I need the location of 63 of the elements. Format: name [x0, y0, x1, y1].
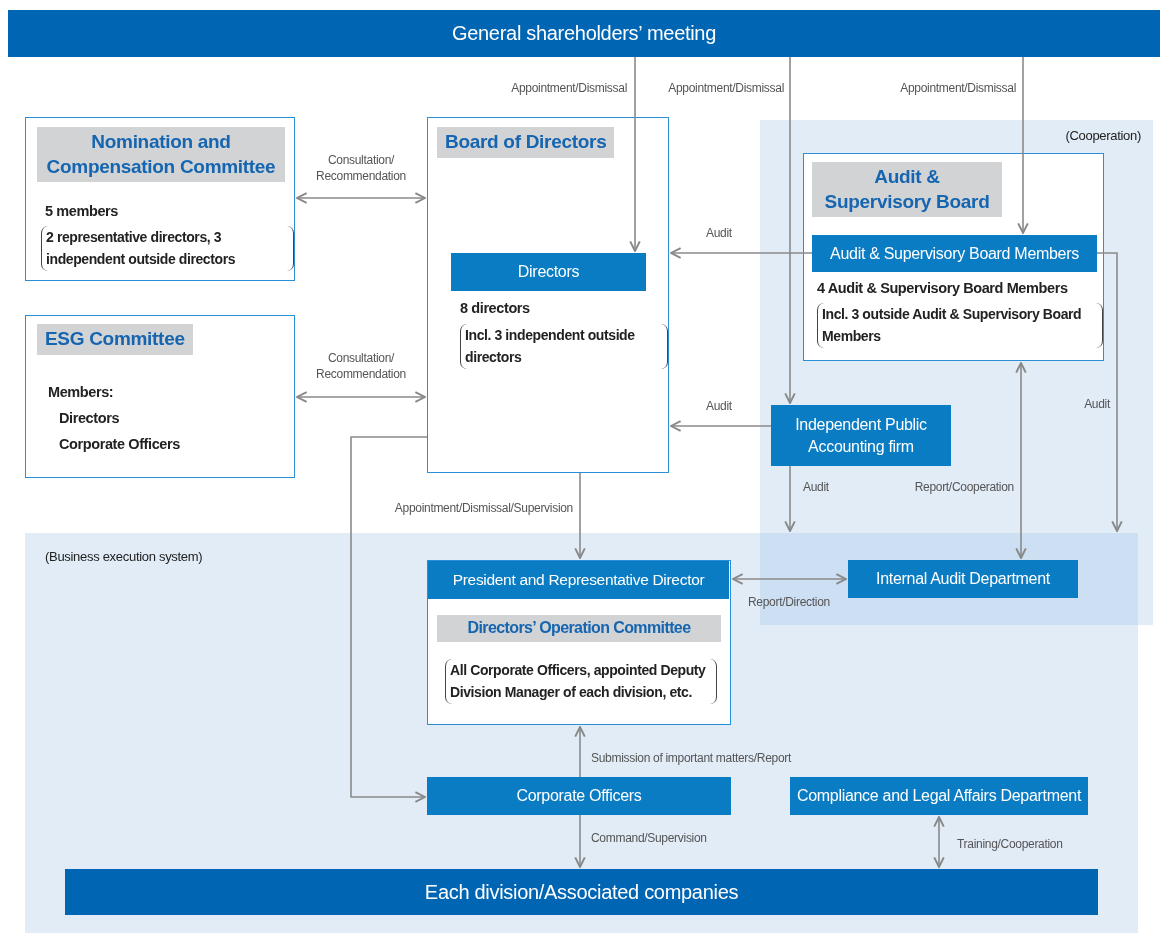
committee-box	[25, 117, 295, 281]
arrow	[732, 573, 847, 585]
edge-label: Appointment/Dismissal	[668, 80, 784, 97]
edge-label: Command/Supervision	[591, 830, 707, 847]
process-box: Internal Audit Department	[848, 560, 1078, 598]
process-box	[427, 560, 731, 725]
edge-label: Report/Direction	[748, 594, 830, 611]
arrow	[670, 247, 813, 259]
box-header: President and Representative Director	[428, 561, 729, 599]
edge-label: Training/Cooperation	[957, 836, 1063, 853]
edge-label: Audit	[706, 225, 732, 242]
body-text: Directors	[59, 410, 120, 426]
arrow	[784, 56, 796, 404]
edge-label: Appointment/Dismissal	[900, 80, 1016, 97]
box-heading: Directors’ Operation Committee	[437, 615, 721, 642]
edge-label: Report/Cooperation	[914, 479, 1014, 496]
banner-bar: General shareholders’ meeting	[8, 10, 1160, 57]
arrow	[1017, 56, 1029, 234]
arrow	[1015, 362, 1027, 559]
arrow	[296, 192, 426, 204]
band-label: (Business execution system)	[45, 549, 203, 564]
arrow	[784, 465, 796, 532]
arrow	[574, 472, 586, 559]
note-text: Incl. 3 independent outside directors	[460, 324, 668, 369]
edge-label: Audit	[803, 479, 829, 496]
band-label: (Cooperation)	[1065, 128, 1141, 143]
arrow	[670, 420, 772, 432]
body-text: 4 Audit & Supervisory Board Members	[817, 280, 1068, 296]
committee-box	[427, 117, 669, 473]
arrow	[350, 436, 428, 803]
arrow	[1096, 252, 1123, 532]
edge-label: Appointment/Dismissal/Supervision	[394, 500, 573, 517]
edge-label: Audit	[1084, 396, 1110, 413]
body-text: 5 members	[45, 203, 118, 219]
box-heading: Nomination and Compensation Committee	[37, 127, 285, 183]
arrow	[629, 56, 641, 252]
body-text: Corporate Officers	[59, 436, 180, 452]
box-heading: Audit & Supervisory Board	[812, 162, 1002, 218]
box-heading: ESG Committee	[37, 324, 193, 355]
process-box: Independent Public Accounting firm	[771, 405, 951, 466]
banner-bar: Each division/Associated companies	[65, 869, 1098, 915]
body-text: Members:	[48, 384, 114, 400]
arrow	[933, 816, 945, 868]
process-box: Audit & Supervisory Board Members	[812, 235, 1097, 272]
edge-label: Consultation/ Recommendation	[315, 152, 407, 185]
arrow	[574, 726, 586, 778]
committee-box	[803, 153, 1104, 361]
box-heading: Board of Directors	[437, 127, 615, 158]
arrow	[574, 814, 586, 868]
arrow	[296, 391, 426, 403]
committee-box	[25, 315, 295, 478]
region-band	[25, 533, 1138, 933]
process-box: Compliance and Legal Affairs Department	[790, 777, 1088, 815]
edge-label: Audit	[706, 398, 732, 415]
edge-label: Appointment/Dismissal	[511, 80, 627, 97]
note-text: All Corporate Officers, appointed Deputy Division Manager of each division, etc.	[445, 659, 717, 704]
edge-label: Submission of important matters/Report	[591, 750, 792, 767]
edge-label: Consultation/ Recommendation	[315, 350, 407, 383]
note-text: Incl. 3 outside Audit & Supervisory Board Members	[817, 303, 1103, 348]
process-box: Directors	[451, 253, 646, 291]
body-text: 8 directors	[460, 300, 530, 316]
process-box: Corporate Officers	[427, 777, 731, 815]
note-text: 2 representative directors, 3 independent outside directors	[41, 226, 294, 271]
